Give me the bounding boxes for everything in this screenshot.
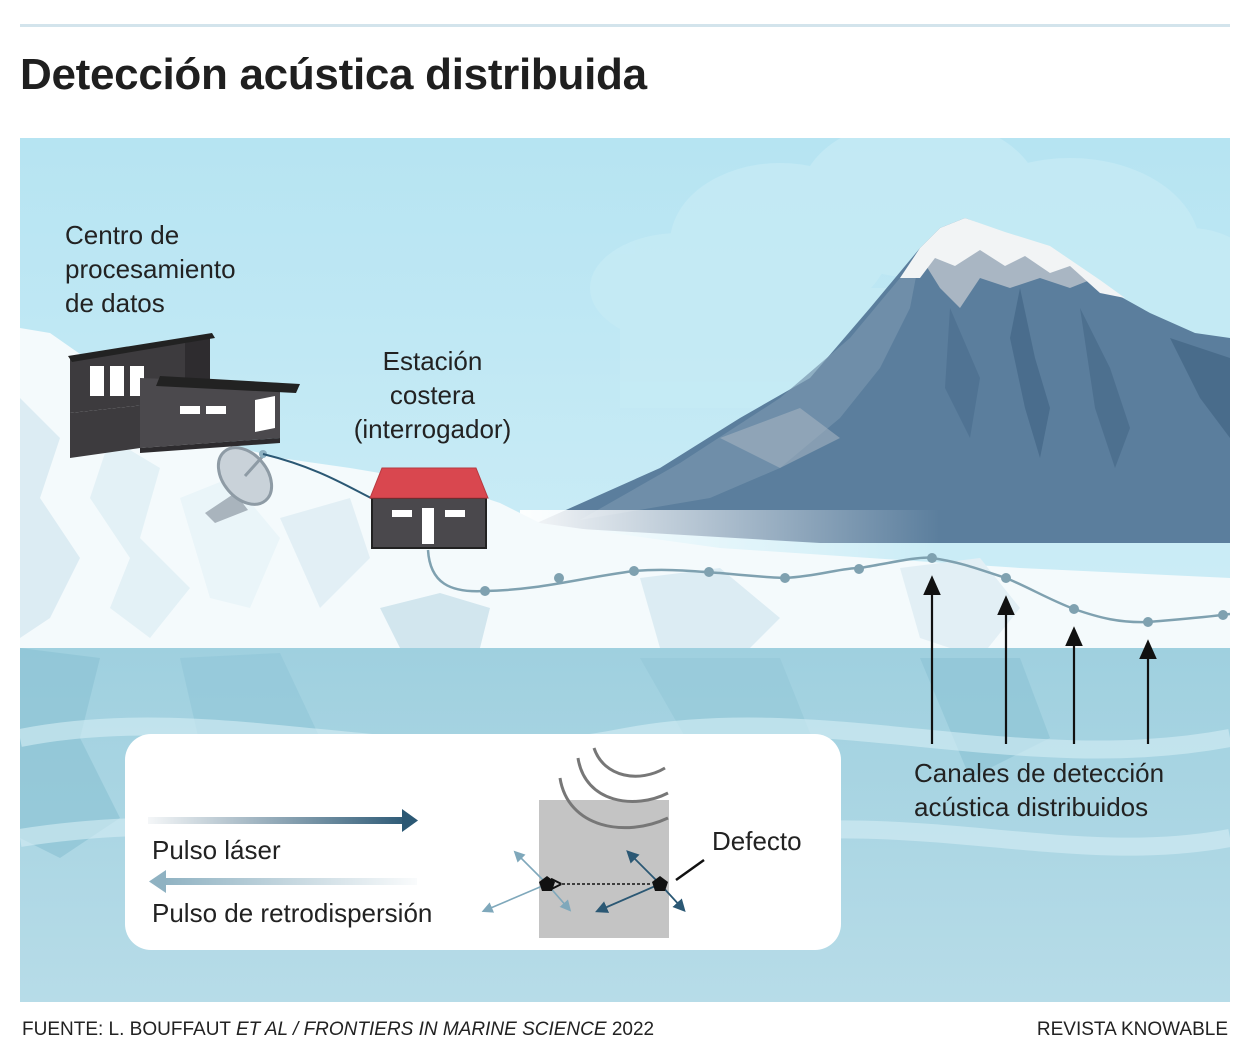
inset-panel (125, 734, 841, 950)
channel-node (927, 553, 937, 563)
source-credit: FUENTE: L. BOUFFAUT ET AL / FRONTIERS IN… (22, 1019, 654, 1041)
laser-pulse-label: Pulso láser (152, 835, 281, 865)
backscatter-pulse-label: Pulso de retrodispersión (152, 898, 433, 928)
source-year: 2022 (606, 1019, 655, 1040)
source-et-al: ET AL (235, 1019, 288, 1040)
channel-node (629, 566, 639, 576)
laser-pulse-arrowhead (402, 809, 418, 832)
channel-node (1001, 573, 1011, 583)
channel-arrows (923, 575, 1157, 744)
coastal-station-building (369, 467, 489, 549)
processing-center-label: Centro de procesamiento de datos (65, 220, 236, 318)
source-journal: FRONTIERS IN MARINE SCIENCE (303, 1019, 607, 1040)
defect-marker (539, 876, 555, 891)
top-rule (20, 24, 1230, 27)
source-prefix: FUENTE: L. BOUFFAUT (22, 1019, 236, 1040)
channel-node (704, 567, 714, 577)
scene-svg (20, 138, 1230, 1002)
channel-node (1218, 610, 1228, 620)
illustration: Centro de procesamiento de datos Estació… (20, 138, 1230, 1002)
fiber-section (539, 800, 669, 938)
processing-center-building (68, 333, 300, 458)
mountain (530, 218, 1230, 543)
source-separator: / (287, 1019, 304, 1040)
defect-marker (652, 876, 668, 891)
channel-node (1069, 604, 1079, 614)
fiber-optic-cable (426, 549, 1230, 624)
backscatter-pulse-arrow (162, 878, 417, 885)
laser-pulse-arrow (148, 817, 410, 824)
publisher-credit: REVISTA KNOWABLE (1036, 1019, 1228, 1040)
channel-node (780, 573, 790, 583)
coastal-station-label: Estación costera (interrogador) (353, 346, 512, 444)
acoustic-wave-icon (558, 747, 669, 830)
defect-leader-line (675, 858, 705, 882)
channel-node (1143, 617, 1153, 627)
sensing-channels (480, 553, 1228, 627)
defect-label: Defecto (712, 826, 802, 856)
channel-node (554, 573, 564, 583)
data-link-cable (262, 453, 376, 501)
backscatter-pulse-arrowhead (149, 870, 166, 893)
channel-node (480, 586, 490, 596)
channel-node (854, 564, 864, 574)
page-title: Detección acústica distribuida (20, 50, 647, 99)
channels-label: Canales de detección acústica distribuid… (914, 758, 1165, 822)
satellite-dish-icon (205, 446, 274, 523)
